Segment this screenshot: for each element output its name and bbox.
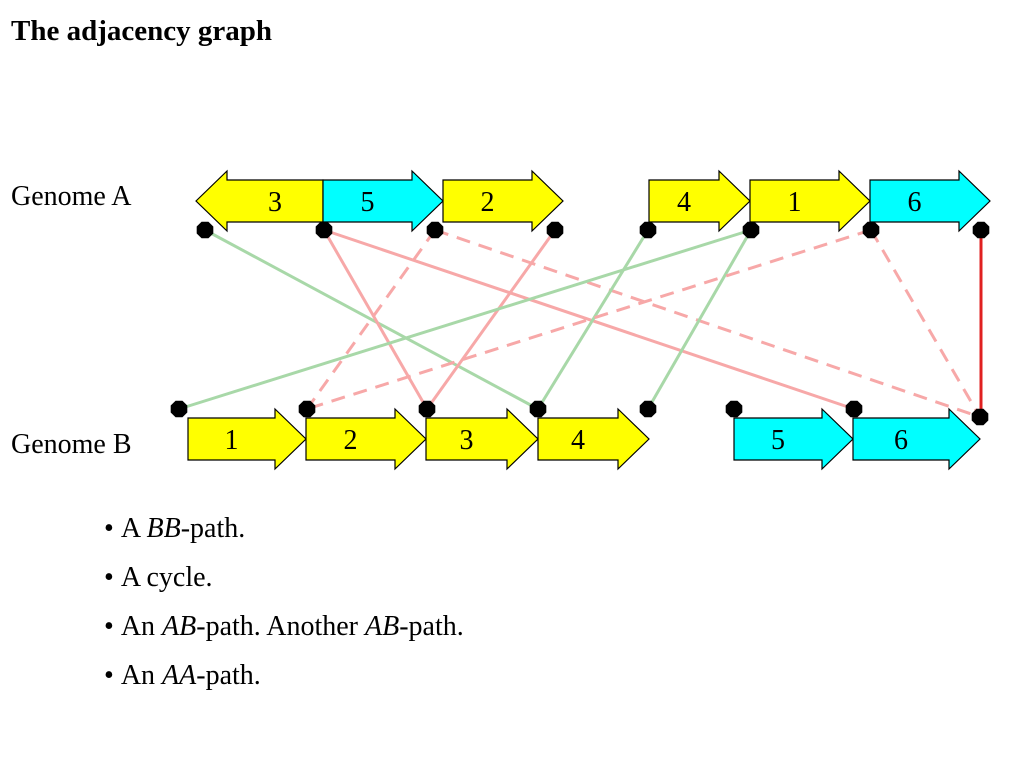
genome-a-gene-arrow-3 xyxy=(442,169,564,233)
genome-b-gene-arrow-6 xyxy=(852,407,981,471)
genome-a-gene-1: 3 xyxy=(195,169,324,233)
genome-b-gene-label-5: 5 xyxy=(771,425,785,456)
genome-b-gene-arrow-2 xyxy=(305,407,427,471)
edge-bb-path-11 xyxy=(869,229,982,418)
genome-b-gene-label-4: 4 xyxy=(571,425,585,456)
genome-b-adjacency-node-5 xyxy=(639,400,657,418)
edge-cycle-2 xyxy=(322,229,429,410)
genome-a-gene-arrow-4 xyxy=(648,169,751,233)
bullet-text: -path. xyxy=(399,611,464,642)
genome-a-adjacency-node-7 xyxy=(862,221,880,239)
genome-a-adjacency-node-6 xyxy=(742,221,760,239)
nodes-layer xyxy=(170,221,990,426)
genome-b-adjacency-node-8 xyxy=(971,408,989,426)
genome-b-gene-1: 1 xyxy=(187,407,307,471)
genome-a-gene-arrow-2 xyxy=(322,169,444,233)
genome-a-label: Genome A xyxy=(11,181,132,212)
genome-a-gene-3: 2 xyxy=(442,169,564,233)
edge-bb-path-10 xyxy=(306,228,872,411)
genome-b-gene-label-3: 3 xyxy=(460,425,474,456)
bullet-text: A xyxy=(120,513,147,544)
edge-bb-path-5 xyxy=(434,228,981,419)
edge-ab-path-9 xyxy=(646,229,753,410)
genome-b-gene-arrow-1 xyxy=(187,407,307,471)
bullet-italic-term: AA xyxy=(162,660,197,691)
genome-a-gene-label-5: 1 xyxy=(788,187,802,218)
bullet-list: A BB-path.A cycle.An AB-path. Another AB… xyxy=(104,510,464,706)
bullet-text: -path. xyxy=(180,513,246,544)
genome-a-gene-label-1: 3 xyxy=(268,187,282,218)
genome-b-gene-label-6: 6 xyxy=(894,425,908,456)
page-title: The adjacency graph xyxy=(11,15,272,47)
genome-b-adjacency-node-7 xyxy=(845,400,863,418)
genome-b-gene-arrow-5 xyxy=(733,407,854,471)
bullet-text: A cycle. xyxy=(120,562,213,593)
genome-b-gene-3: 3 xyxy=(425,407,539,471)
edge-cycle-6 xyxy=(425,229,557,410)
bullet-text: An xyxy=(120,611,163,642)
genome-a-gene-6: 6 xyxy=(869,169,991,233)
genome-a-gene-2: 5 xyxy=(322,169,444,233)
genome-b-adjacency-node-4 xyxy=(529,400,547,418)
genome-a-adjacency-node-3 xyxy=(426,221,444,239)
edge-ab-path-7 xyxy=(536,229,650,410)
bullet-italic-term: BB xyxy=(146,513,181,544)
genome-a-gene-label-3: 2 xyxy=(481,187,495,218)
genome-a-gene-4: 4 xyxy=(648,169,751,233)
genome-a-gene-arrow-6 xyxy=(869,169,991,233)
edge-cycle-3 xyxy=(323,228,855,411)
genome-b-gene-arrow-3 xyxy=(425,407,539,471)
genome-a-adjacency-node-4 xyxy=(546,221,564,239)
bullet-italic-term: AB xyxy=(162,611,197,642)
genome-b-gene-2: 2 xyxy=(305,407,427,471)
genome-b-adjacency-node-6 xyxy=(725,400,743,418)
bullet-text: -path. xyxy=(196,660,261,691)
genome-a-gene-arrow-5 xyxy=(749,169,871,233)
edge-bb-path-4 xyxy=(305,229,437,410)
bullet-text: An xyxy=(120,660,163,691)
genome-b-label: Genome B xyxy=(11,429,132,460)
genome-a-gene-label-6: 6 xyxy=(908,187,922,218)
edge-ab-path-1 xyxy=(204,228,539,411)
genome-a-adjacency-node-2 xyxy=(315,221,333,239)
genome-b-adjacency-node-2 xyxy=(298,400,316,418)
edge-ab-path-8 xyxy=(178,228,752,411)
edges-layer xyxy=(178,228,983,419)
genome-a-gene-label-4: 4 xyxy=(677,187,691,218)
genome-a-gene-5: 1 xyxy=(749,169,871,233)
genome-a-adjacency-node-8 xyxy=(972,221,990,239)
genome-a-gene-arrow-1 xyxy=(195,169,324,233)
bullet-item: An AA-path. xyxy=(104,657,464,706)
bullet-item: A BB-path. xyxy=(104,510,464,559)
bullet-item: An AB-path. Another AB-path. xyxy=(104,608,464,657)
genome-b-gene-6: 6 xyxy=(852,407,981,471)
genome-b-gene-arrow-4 xyxy=(537,407,650,471)
bullet-text: -path. Another xyxy=(196,611,366,642)
genome-b-gene-label-2: 2 xyxy=(344,425,358,456)
genome-b-adjacency-node-1 xyxy=(170,400,188,418)
genome-b-gene-5: 5 xyxy=(733,407,854,471)
genome-b-adjacency-node-3 xyxy=(418,400,436,418)
genome-a-adjacency-node-1 xyxy=(196,221,214,239)
genome-a-adjacency-node-5 xyxy=(639,221,657,239)
genes-layer: 3 5 2 4 1 6 1 2 3 4 5 6 xyxy=(187,169,991,471)
genome-b-gene-4: 4 xyxy=(537,407,650,471)
genome-a-gene-label-2: 5 xyxy=(361,187,375,218)
bullet-item: A cycle. xyxy=(104,559,464,608)
bullet-italic-term: AB xyxy=(365,611,400,642)
genome-b-gene-label-1: 1 xyxy=(225,425,239,456)
